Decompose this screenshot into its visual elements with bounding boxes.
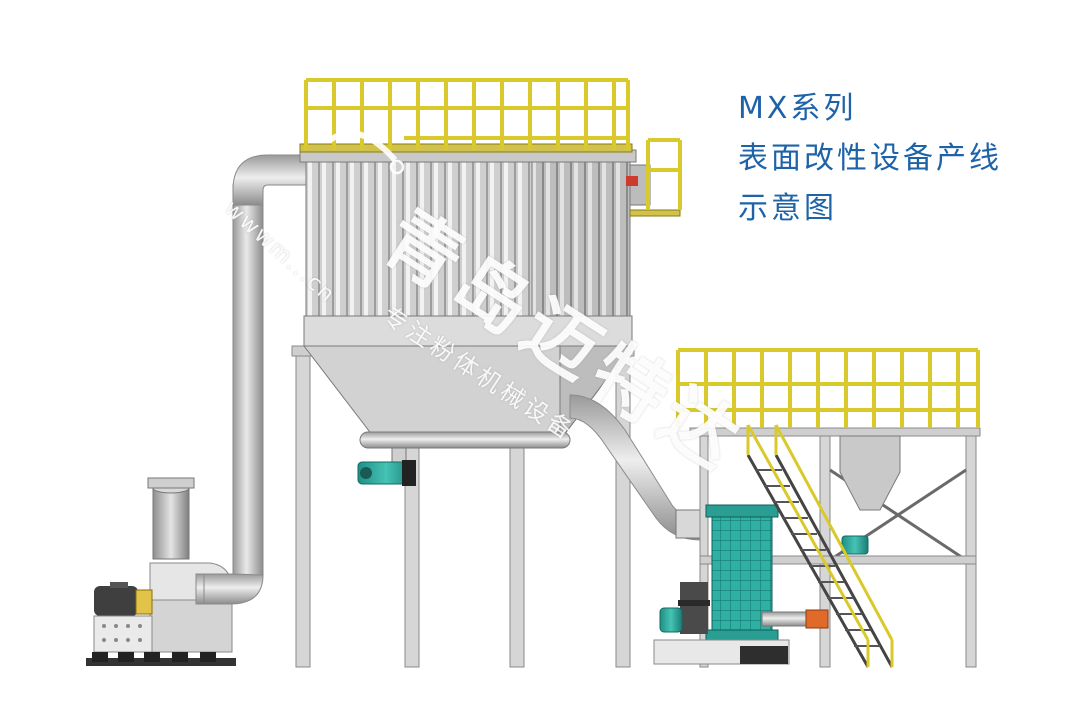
vertical-duct xyxy=(232,184,264,576)
title-series: MX系列 xyxy=(738,91,857,126)
diagram-title: MX系列 表面改性设备产线 示意图 xyxy=(738,84,1002,234)
bag-filter-dust-collector xyxy=(291,143,681,668)
watermark-logo-mark xyxy=(328,130,398,162)
title-schematic: 示意图 xyxy=(738,191,837,226)
platform-railing xyxy=(676,348,980,428)
feed-hopper xyxy=(839,435,901,511)
fan-motor xyxy=(94,586,138,616)
exhaust-stack xyxy=(152,486,190,560)
fan-base-plate xyxy=(86,658,236,666)
modification-machine xyxy=(653,504,829,665)
drive-motor xyxy=(680,582,708,634)
rotary-discharge-valve xyxy=(357,447,416,486)
top-elbow xyxy=(232,154,311,206)
ducting xyxy=(203,154,311,605)
access-stairway xyxy=(746,424,894,668)
exhaust-fan-assembly xyxy=(92,477,233,662)
modification-frame xyxy=(689,427,981,668)
title-product-line: 表面改性设备产线 xyxy=(738,141,1002,176)
screw-conveyor-trough xyxy=(359,431,571,449)
collector-railing xyxy=(304,78,682,210)
